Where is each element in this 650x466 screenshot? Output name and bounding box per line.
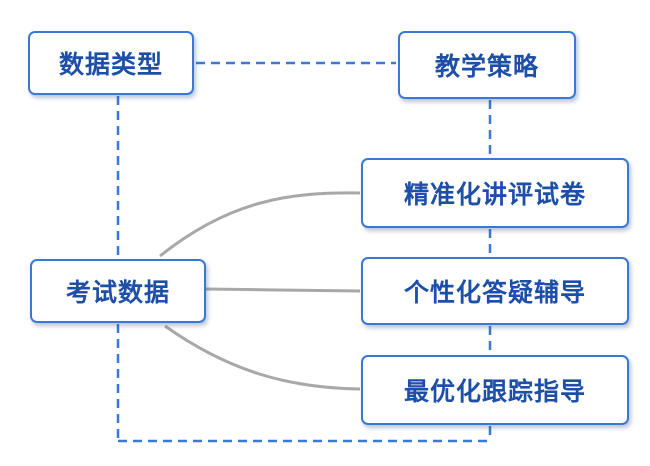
node-teaching-strategy: 教学策略 [398, 31, 576, 99]
node-exam-data: 考试数据 [30, 259, 206, 323]
curve-to-branch-3 [164, 324, 361, 391]
node-branch-personalized-tutoring-label: 个性化答疑辅导 [403, 278, 586, 307]
node-data-types-label: 数据类型 [58, 50, 163, 79]
node-data-types: 数据类型 [28, 31, 194, 95]
node-branch-optimized-guidance-label: 最优化跟踪指导 [403, 377, 586, 406]
node-branch-precise-review: 精准化讲评试卷 [361, 158, 629, 228]
node-exam-data-label: 考试数据 [65, 278, 170, 307]
node-teaching-strategy-label: 教学策略 [434, 52, 539, 81]
node-branch-precise-review-label: 精准化讲评试卷 [403, 180, 586, 209]
curve-to-branch-2 [205, 287, 361, 293]
curve-to-branch-1 [159, 191, 361, 258]
node-branch-personalized-tutoring: 个性化答疑辅导 [361, 257, 629, 325]
node-branch-optimized-guidance: 最优化跟踪指导 [361, 355, 629, 425]
